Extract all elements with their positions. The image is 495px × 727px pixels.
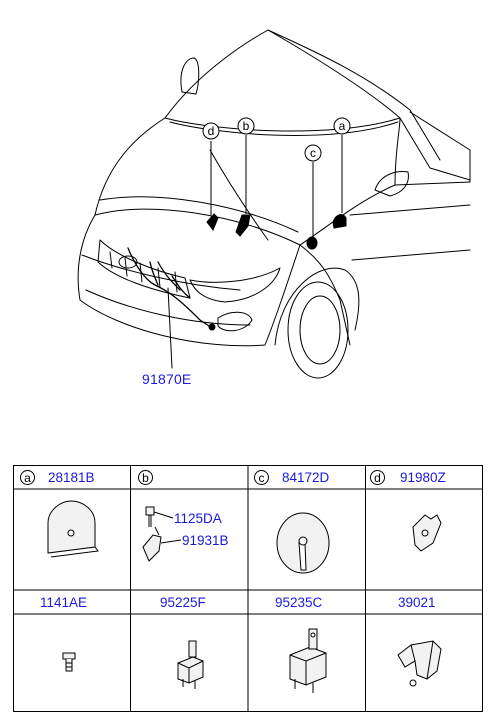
part-c-grommet xyxy=(306,236,318,250)
roof-line xyxy=(267,29,441,161)
part-image-91980Z[interactable] xyxy=(412,514,442,552)
headlamp xyxy=(189,267,281,303)
front-fender xyxy=(299,244,351,346)
left-mirror xyxy=(180,57,200,95)
part-image-95235C[interactable] xyxy=(289,628,327,693)
part-number-91931B[interactable]: 91931B xyxy=(182,533,229,548)
part-image-28181B[interactable] xyxy=(47,500,99,558)
part-number-95225F[interactable]: 95225F xyxy=(160,595,206,610)
part-d-bracket xyxy=(206,213,219,231)
part-image-1141AE[interactable] xyxy=(62,652,76,672)
callout-c: c xyxy=(304,144,322,162)
connector-dot xyxy=(208,323,216,331)
part-number-95235C[interactable]: 95235C xyxy=(275,595,323,610)
front-wheel xyxy=(287,281,349,379)
part-image-95225F[interactable] xyxy=(177,640,204,689)
part-number-39021[interactable]: 39021 xyxy=(398,595,436,610)
grille xyxy=(97,239,191,299)
windshield-outline xyxy=(164,29,401,119)
svg-text:d: d xyxy=(208,124,215,138)
right-mirror xyxy=(374,171,409,197)
callout-b: b xyxy=(237,117,255,135)
wheel-arch xyxy=(274,267,360,346)
part-image-b-assembly[interactable] xyxy=(142,506,182,562)
part-a-cover xyxy=(332,214,347,229)
parts-table xyxy=(13,465,483,712)
part-number-91980Z[interactable]: 91980Z xyxy=(400,470,446,485)
hood-outline xyxy=(94,117,401,246)
table-letter-c: c xyxy=(254,470,269,485)
part-image-84172D[interactable] xyxy=(276,512,330,574)
svg-text:c: c xyxy=(310,146,316,160)
svg-text:b: b xyxy=(243,119,250,133)
svg-text:a: a xyxy=(339,119,346,133)
car-front-illustration: d b c a xyxy=(77,29,471,379)
table-letter-d: d xyxy=(370,470,385,485)
part-number-28181B[interactable]: 28181B xyxy=(48,470,95,485)
table-letter-b: b xyxy=(138,470,153,485)
table-letter-a: a xyxy=(20,470,35,485)
emblem xyxy=(118,255,138,269)
part-number-1125DA[interactable]: 1125DA xyxy=(174,511,222,526)
callout-a: a xyxy=(333,117,351,135)
main-part-number[interactable]: 91870E xyxy=(142,371,192,387)
part-number-1141AE[interactable]: 1141AE xyxy=(40,595,88,610)
part-image-39021[interactable] xyxy=(397,640,442,687)
front-bumper xyxy=(77,214,301,347)
callout-d: d xyxy=(202,122,220,140)
fog-lamp xyxy=(217,311,253,332)
part-number-84172D[interactable]: 84172D xyxy=(282,470,330,485)
wiring-harness xyxy=(127,247,213,329)
part-b-relay xyxy=(235,214,251,237)
main-part-leader xyxy=(167,287,173,369)
